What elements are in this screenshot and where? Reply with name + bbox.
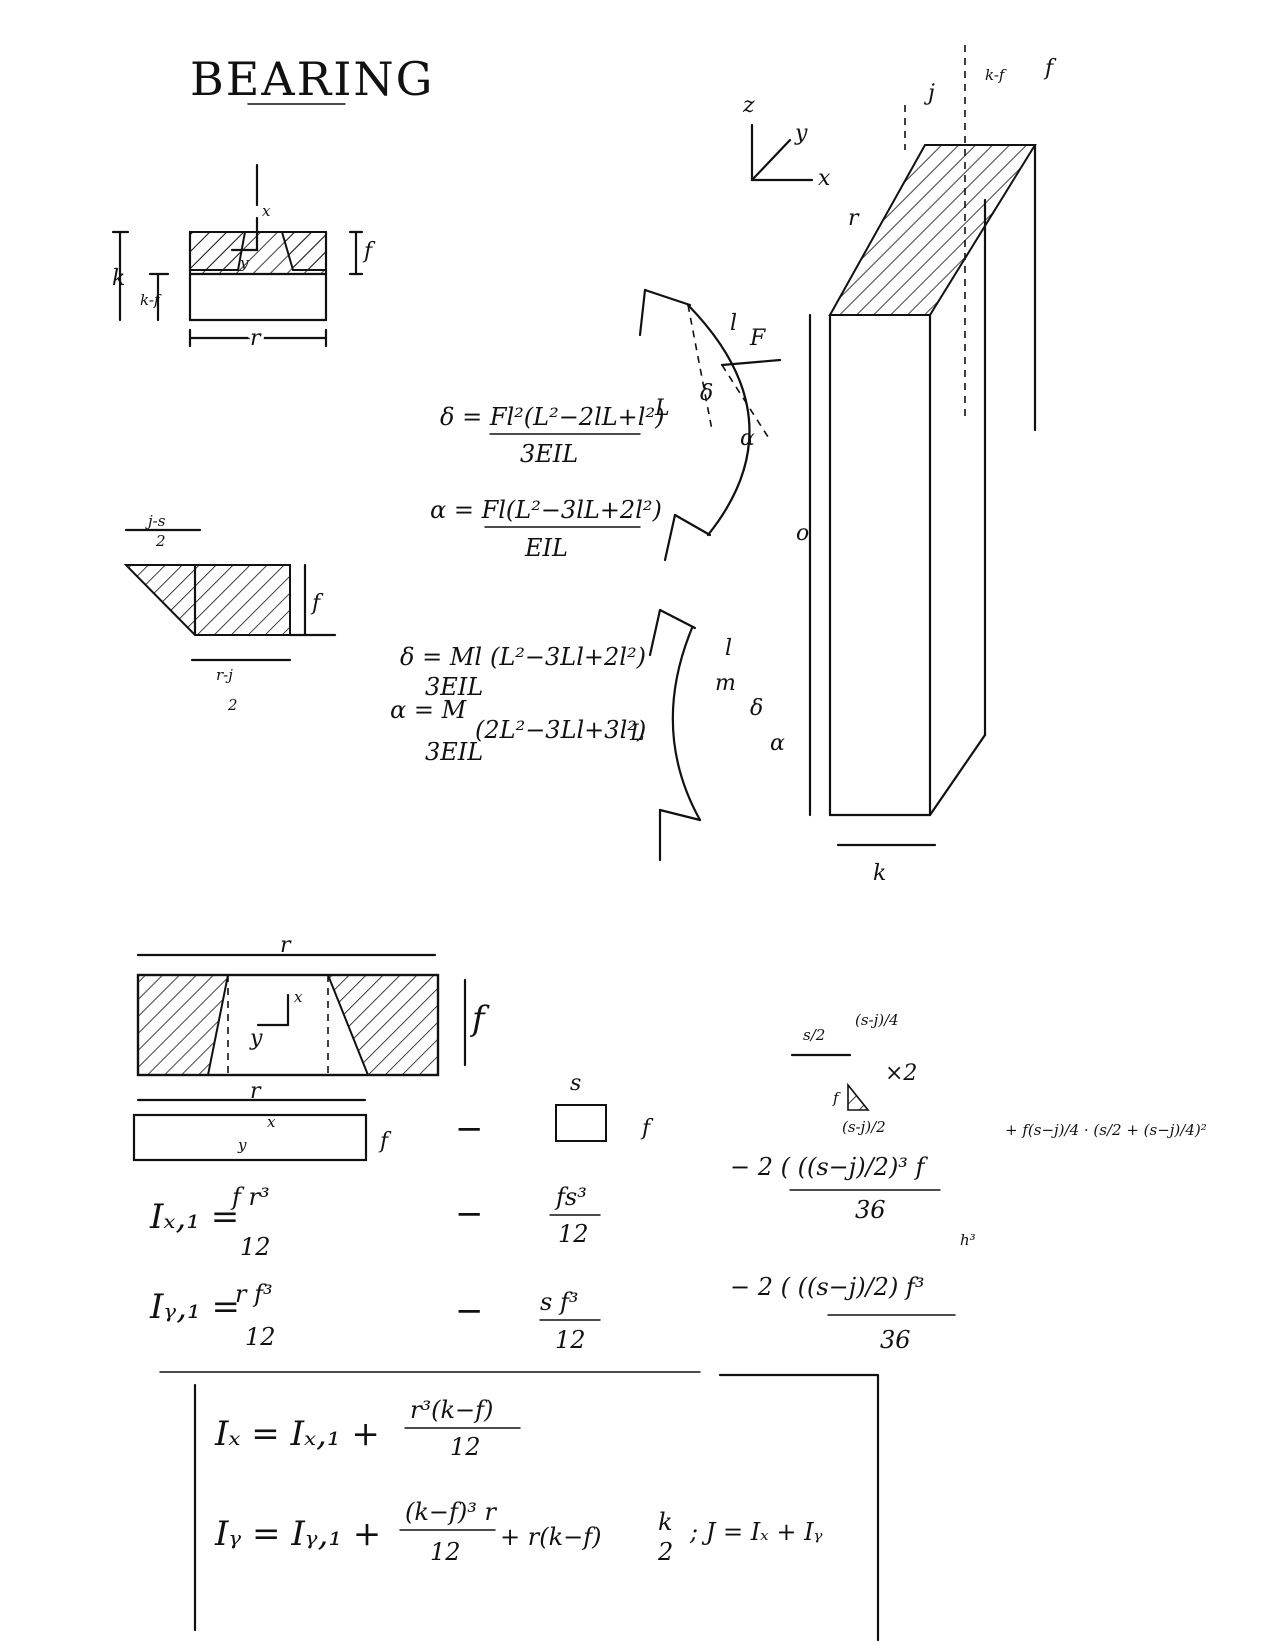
iso-f-label: f — [1043, 56, 1057, 81]
beam2-alpha-den: 3EIL — [425, 738, 483, 766]
beam1-alpha-den: EIL — [524, 534, 568, 562]
beam2-delta-label: δ — [750, 696, 763, 721]
sec2-f-label: f — [469, 999, 490, 1039]
iso-r-label: r — [848, 206, 860, 231]
beam2-delta-den: 3EIL — [425, 673, 483, 701]
iy1-num: r f³ — [235, 1280, 273, 1308]
beam1-alpha-label: α — [740, 426, 755, 451]
page-title: BEARING — [190, 52, 434, 106]
ix1-label: Iₓ,₁ = — [149, 1197, 239, 1237]
beam2-L-label: L — [629, 721, 645, 746]
part-decomposition: r x y f − s f s/2 (s-j)/4 f (s-j)/2 ×2 — [132, 1011, 917, 1162]
beam1-alpha-eq: α = Fl(L²−3lL+2l²) — [430, 496, 662, 524]
beam1-L-label: L — [654, 396, 670, 421]
beam1-delta-den: 3EIL — [520, 440, 578, 468]
final-equations-box: Iₓ = Iₓ,₁ + r³(k−f) 12 Iᵧ = Iᵧ,₁ + (k−f)… — [159, 1371, 880, 1642]
iso-kf-label: k-f — [985, 66, 1007, 84]
sec1-f-label: f — [362, 239, 376, 264]
trapezoid-section: f j-s 2 r-j 2 — [123, 512, 337, 714]
beam2-alpha-label: α — [770, 731, 785, 756]
cross-section-top: x y f k k-f r — [111, 163, 376, 354]
ix2-num: fs³ — [554, 1183, 587, 1211]
iy2-den: 12 — [555, 1326, 586, 1354]
sec1-y-label: y — [239, 254, 249, 272]
s-label: s — [570, 1071, 581, 1096]
axis-y-label: y — [794, 121, 808, 146]
minus-3: − — [455, 1291, 484, 1331]
beam2-alpha-eq: α = M — [390, 696, 468, 724]
final-j: ; J = Iₓ + Iᵧ — [689, 1518, 823, 1546]
ix1-num: f r³ — [230, 1183, 270, 1211]
sec1-x-label: x — [262, 202, 271, 220]
tri-top2: (s-j)/4 — [855, 1011, 899, 1029]
rect-x-label: x — [267, 1113, 276, 1131]
iy2-num: s f³ — [540, 1288, 578, 1316]
ix3-den: 36 — [855, 1196, 886, 1224]
rect-r-label: r — [250, 1079, 262, 1104]
beam1-F-label: F — [749, 326, 766, 351]
sec1-r-label: r — [250, 326, 262, 351]
iy3-expr: − 2 ( ((s−j)/2) f³ — [730, 1273, 924, 1301]
final-iy-tail: + r(k−f) — [500, 1523, 601, 1551]
iso-o-label: o — [796, 521, 809, 546]
final-iy-k: k — [658, 1508, 673, 1536]
rect-y-label: y — [237, 1136, 247, 1154]
beam2-m-label: m — [715, 671, 736, 696]
ix-extra: + f(s−j)/4 · (s/2 + (s−j)/4)² — [1005, 1121, 1207, 1139]
final-iy-num: (k−f)³ r — [405, 1498, 498, 1526]
trap-top-den: 2 — [155, 532, 166, 550]
beam-force-diagram: l F δ α L δ = Fl²(L²−2lL+l²) 3EIL α = Fl… — [430, 288, 782, 562]
axes-triad: z y x — [742, 93, 831, 191]
final-ix-num: r³(k−f) — [410, 1396, 493, 1424]
iy1-label: Iᵧ,₁ = — [149, 1287, 240, 1327]
final-ix: Iₓ = Iₓ,₁ + — [214, 1414, 380, 1454]
sec2-r-label: r — [280, 933, 292, 958]
beam-moment-diagram: l m δ α L δ = Ml (L²−3Ll+2l²) 3EIL α = M… — [390, 608, 785, 862]
cross-section-bottom: r x y f — [136, 933, 490, 1077]
iso-k-label: k — [873, 861, 886, 886]
sec2-y-label: y — [249, 1026, 263, 1051]
trap-top-num: j-s — [145, 512, 166, 530]
bearing-isometric: o k r j k-f f — [796, 45, 1057, 886]
beam2-delta-rest: (L²−3Ll+2l²) — [490, 643, 646, 671]
tri-base-label: (s-j)/2 — [842, 1118, 886, 1136]
final-iy: Iᵧ = Iᵧ,₁ + — [214, 1514, 381, 1554]
final-iy-k-den: 2 — [657, 1538, 673, 1566]
tri-times2: ×2 — [885, 1061, 917, 1086]
axis-z-label: z — [742, 93, 755, 118]
s-f-label: f — [640, 1116, 654, 1141]
beam2-delta-eq: δ = Ml — [400, 643, 482, 671]
final-ix-den: 12 — [450, 1433, 481, 1461]
sec1-k-label: k — [112, 266, 125, 291]
tri-f-label: f — [832, 1089, 841, 1107]
moment-equations: Iₓ,₁ = f r³ 12 − fs³ 12 − 2 ( ((s−j)/2)³… — [149, 1121, 1207, 1354]
minus-1: − — [455, 1109, 484, 1149]
ix1-den: 12 — [240, 1233, 271, 1261]
ix2-den: 12 — [558, 1220, 589, 1248]
iso-j-label: j — [923, 81, 935, 106]
sec1-kf-label: k-f — [140, 291, 162, 309]
beam2-l-label: l — [725, 636, 732, 661]
beam1-delta-eq: δ = Fl²(L²−2lL+l²) — [440, 403, 664, 431]
beam2-alpha-rest: (2L²−3Ll+3l²) — [475, 716, 646, 744]
trap-f-label: f — [310, 591, 324, 616]
trap-bot-num: r-j — [216, 666, 233, 684]
ix3-expr: − 2 ( ((s−j)/2)³ f — [730, 1153, 929, 1181]
minus-2: − — [455, 1194, 484, 1234]
axis-x-label: x — [818, 166, 831, 191]
final-iy-den: 12 — [430, 1538, 461, 1566]
iy1-den: 12 — [245, 1323, 276, 1351]
iy3-den: 36 — [880, 1326, 911, 1354]
beam1-l-label: l — [730, 311, 737, 336]
iy3-note: h³ — [960, 1231, 976, 1249]
sec2-x-label: x — [294, 988, 303, 1006]
beam1-delta-label: δ — [700, 381, 713, 406]
rect-f-label: f — [378, 1129, 392, 1154]
tri-top1: s/2 — [803, 1026, 825, 1044]
trap-bot-den: 2 — [227, 696, 238, 714]
